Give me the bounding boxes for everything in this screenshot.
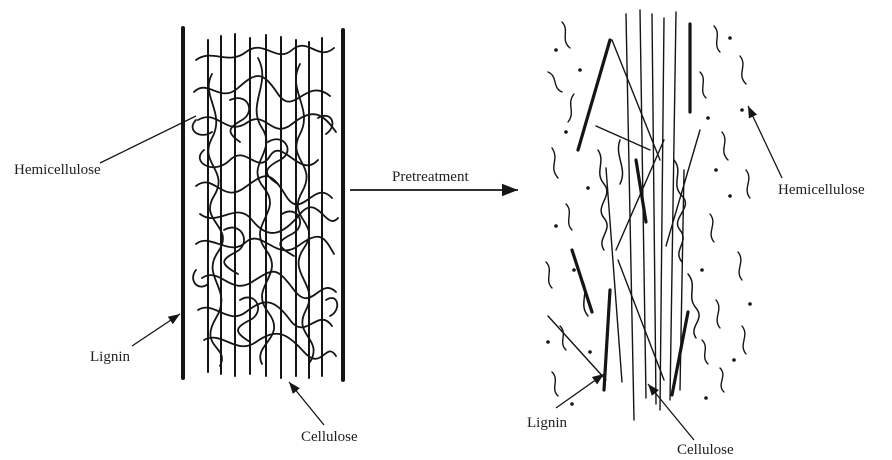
hemicellulose-right-leader	[748, 106, 782, 178]
cellulose-fibres-right	[548, 10, 700, 420]
pretreated-biomass-structure	[546, 10, 752, 420]
lignin-label-left: Lignin	[90, 348, 130, 366]
lignin-right-leader	[556, 374, 604, 408]
hemicellulose-label-right: Hemicellulose	[778, 181, 865, 199]
hemicellulose-dots-right	[546, 36, 752, 406]
cellulose-label-right: Cellulose	[677, 441, 734, 459]
cellulose-left-leader	[289, 382, 324, 425]
lignin-left-leader	[132, 314, 180, 346]
lignin-label-right: Lignin	[527, 414, 567, 432]
cellulose-label-left: Cellulose	[301, 428, 358, 446]
intact-biomass-structure	[183, 28, 343, 380]
hemicellulose-label-left: Hemicellulose	[14, 161, 101, 179]
pretreatment-label: Pretreatment	[392, 168, 469, 186]
